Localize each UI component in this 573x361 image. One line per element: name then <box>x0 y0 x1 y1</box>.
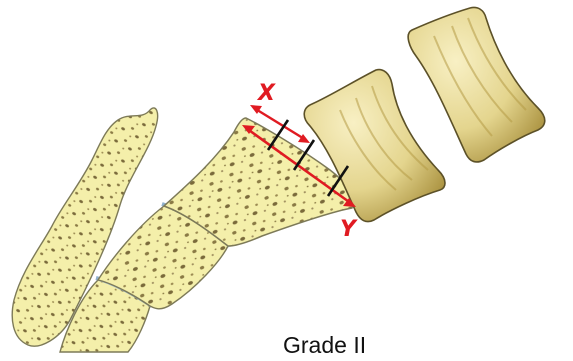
grade-label: Grade II <box>283 334 366 357</box>
label-x: X <box>256 81 276 106</box>
label-y: Y <box>340 217 358 242</box>
vertebral-body-2 <box>408 7 545 162</box>
